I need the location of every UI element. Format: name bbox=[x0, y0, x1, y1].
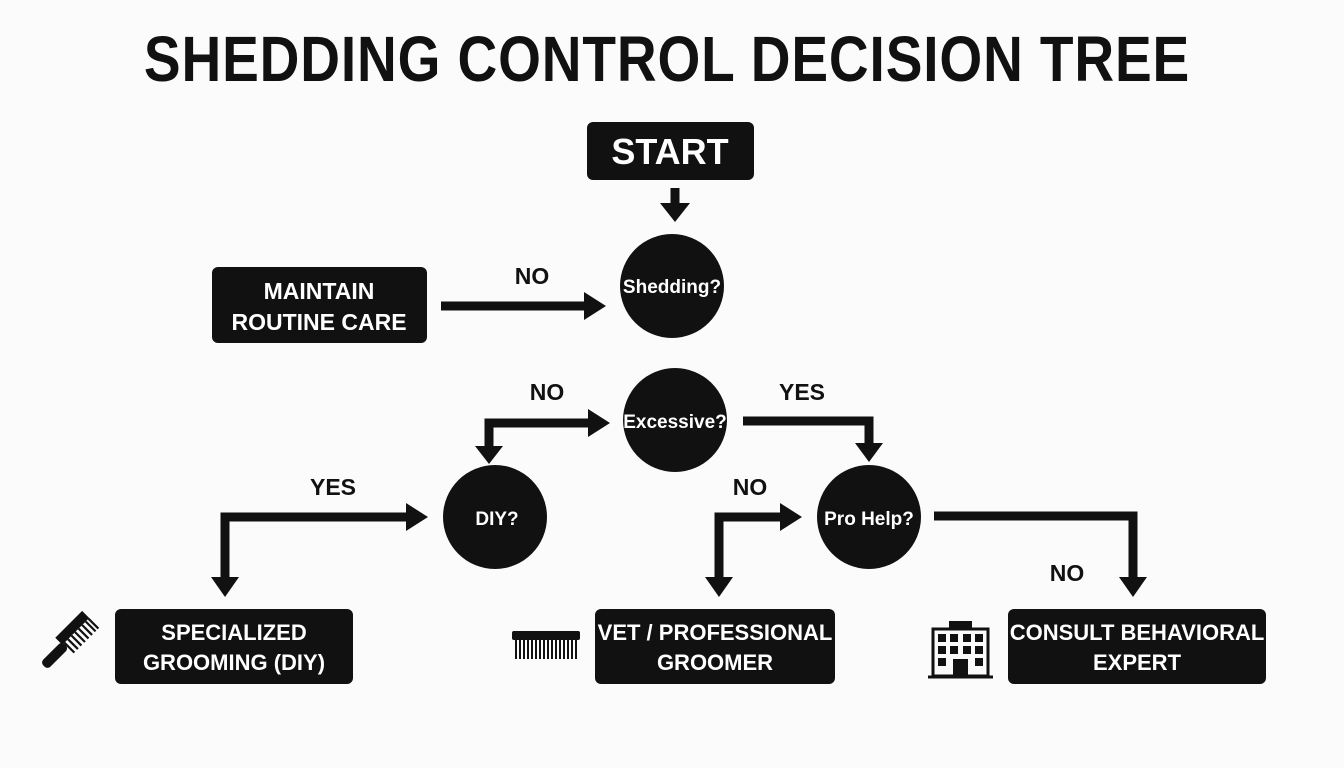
consult-behavioral-expert-node: CONSULT BEHAVIORAL EXPERT bbox=[1008, 609, 1266, 684]
brush-icon bbox=[42, 610, 100, 668]
specialized-label-line1: SPECIALIZED bbox=[161, 620, 306, 645]
edge-label-yes-2: YES bbox=[310, 474, 356, 500]
building-icon bbox=[928, 621, 993, 679]
edge-label-no-1: NO bbox=[515, 263, 550, 289]
edge-label-no-2: NO bbox=[530, 379, 565, 405]
arrow-prohelp-to-consult bbox=[934, 511, 1147, 597]
vet-label-line1: VET / PROFESSIONAL bbox=[598, 620, 833, 645]
specialized-grooming-node: SPECIALIZED GROOMING (DIY) bbox=[115, 609, 353, 684]
shedding-decision: Shedding? bbox=[620, 234, 724, 338]
excessive-label: Excessive? bbox=[623, 412, 727, 433]
vet-professional-groomer-node: VET / PROFESSIONAL GROOMER bbox=[595, 609, 835, 684]
arrow-excessive-to-prohelp bbox=[743, 416, 883, 462]
diy-label: DIY? bbox=[475, 509, 518, 530]
vet-label-line2: GROOMER bbox=[657, 650, 773, 675]
maintain-label-line1: MAINTAIN bbox=[264, 278, 375, 304]
diagram-title: SHEDDING CONTROL DECISION TREE bbox=[143, 23, 1191, 95]
edge-label-yes-1: YES bbox=[779, 379, 825, 405]
arrow-diy-to-specialized bbox=[211, 503, 428, 597]
diy-decision: DIY? bbox=[443, 465, 547, 569]
pro-help-decision: Pro Help? bbox=[817, 465, 921, 569]
arrow-start-to-shedding bbox=[660, 188, 690, 222]
edge-label-no-4: NO bbox=[1050, 560, 1085, 586]
edge-label-no-3: NO bbox=[733, 474, 768, 500]
start-node: START bbox=[587, 122, 754, 180]
excessive-decision: Excessive? bbox=[623, 368, 727, 472]
comb-icon bbox=[512, 631, 580, 659]
start-label: START bbox=[611, 131, 728, 172]
arrow-maintain-to-shedding bbox=[441, 292, 606, 320]
consult-label-line2: EXPERT bbox=[1093, 650, 1182, 675]
shedding-label: Shedding? bbox=[623, 277, 721, 298]
specialized-label-line2: GROOMING (DIY) bbox=[143, 650, 325, 675]
maintain-routine-care-node: MAINTAIN ROUTINE CARE bbox=[212, 267, 427, 343]
arrow-prohelp-to-vet bbox=[705, 503, 802, 597]
pro-help-label: Pro Help? bbox=[824, 509, 914, 530]
consult-label-line1: CONSULT BEHAVIORAL bbox=[1010, 620, 1265, 645]
arrow-excessive-to-diy bbox=[475, 409, 610, 464]
maintain-label-line2: ROUTINE CARE bbox=[231, 309, 406, 335]
